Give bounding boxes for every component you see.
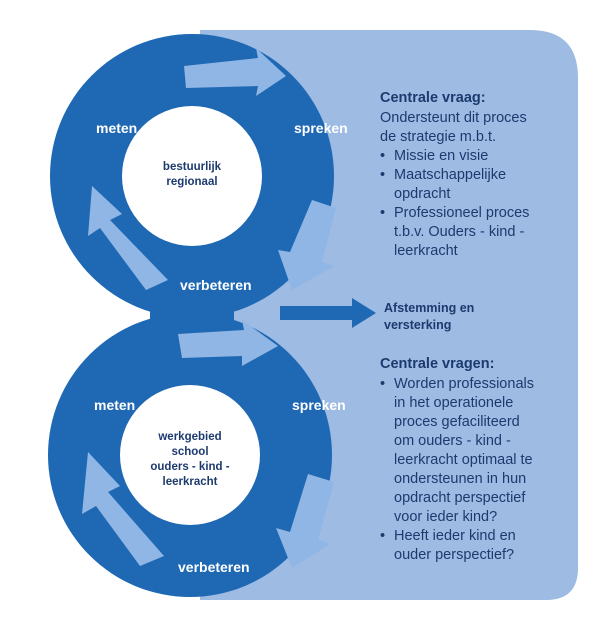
- bullet-line: opdracht perspectief: [394, 490, 526, 506]
- bottom-center-line-2: school: [171, 446, 209, 458]
- bullet-line: in het operationele: [394, 395, 514, 411]
- question-top-intro-1: Ondersteunt dit proces: [380, 110, 527, 126]
- bullet-line: leerkracht optimaal te: [394, 452, 533, 468]
- top-arrow-left: [88, 186, 168, 290]
- top-label-meten: meten: [96, 120, 138, 136]
- question-top-title: Centrale vraag:: [380, 90, 486, 106]
- bullet-line: opdracht: [394, 186, 451, 202]
- bullet-line: Professioneel proces: [394, 205, 530, 221]
- top-center-line-2: regionaal: [166, 176, 218, 188]
- question-top-intro-2: de strategie m.b.t.: [380, 129, 497, 145]
- bottom-label-verbeteren: verbeteren: [178, 559, 250, 575]
- bullet-line: t.b.v. Ouders - kind -: [394, 224, 525, 240]
- connector-arrow: [280, 298, 376, 328]
- bullet-line: Missie en visie: [394, 148, 489, 164]
- bottom-center-line-3: ouders - kind - leerkracht: [150, 461, 230, 488]
- bullet-line: proces gefaciliteerd: [394, 414, 520, 430]
- bullet-line: voor ieder kind?: [394, 509, 498, 525]
- bottom-arrow-right: [276, 474, 334, 568]
- bottom-arrow-upper: [178, 320, 278, 366]
- question-bottom-bullet-2: Heeft ieder kind en ouder perspectief?: [380, 527, 572, 565]
- bullet-line: Maatschappelijke: [394, 167, 507, 183]
- question-bottom-bullet-1: Worden professionals in het operationele…: [380, 375, 572, 527]
- question-top-bullet-3: Professioneel proces t.b.v. Ouders - kin…: [380, 204, 570, 261]
- top-label-spreken: spreken: [294, 120, 348, 136]
- bullet-line: Worden professionals: [394, 376, 534, 392]
- bullet-line: Heeft ieder kind en: [394, 528, 516, 544]
- bullet-line: ouder perspectief?: [394, 547, 515, 563]
- top-arrow-upper: [184, 48, 286, 96]
- bottom-center-text: werkgebied school ouders - kind - leerkr…: [126, 430, 254, 490]
- connector-label-line-1: Afstemming en: [384, 301, 475, 315]
- bottom-arrow-left: [82, 452, 164, 566]
- top-center-line-1: bestuurlijk: [162, 161, 222, 173]
- bottom-cycle-center: [120, 385, 260, 525]
- question-bottom-title: Centrale vragen:: [380, 356, 495, 372]
- question-bottom-bullets: Worden professionals in het operationele…: [380, 375, 572, 565]
- top-center-text: bestuurlijk regionaal: [142, 160, 242, 190]
- bullet-line: ondersteunen in hun: [394, 471, 527, 487]
- top-cycle-center: [122, 106, 262, 246]
- connector-label-line-2: versterking: [384, 318, 452, 332]
- question-top-bullet-1: Missie en visie: [380, 147, 570, 166]
- connector-label: Afstemming en versterking: [384, 300, 524, 334]
- ring-neck: [150, 300, 234, 334]
- top-label-verbeteren: verbeteren: [180, 277, 252, 293]
- question-top-bullet-2: Maatschappelijke opdracht: [380, 166, 570, 204]
- bullet-line: leerkracht: [394, 243, 458, 259]
- question-bottom: Centrale vragen: Worden professionals in…: [380, 356, 572, 565]
- question-top-bullets: Missie en visie Maatschappelijke opdrach…: [380, 147, 570, 261]
- top-arrow-right: [278, 200, 336, 290]
- bottom-center-line-1: werkgebied: [158, 431, 222, 443]
- question-top: Centrale vraag: Ondersteunt dit proces d…: [380, 90, 570, 261]
- bottom-label-meten: meten: [94, 397, 136, 413]
- bullet-line: om ouders - kind -: [394, 433, 511, 449]
- bottom-label-spreken: spreken: [292, 397, 346, 413]
